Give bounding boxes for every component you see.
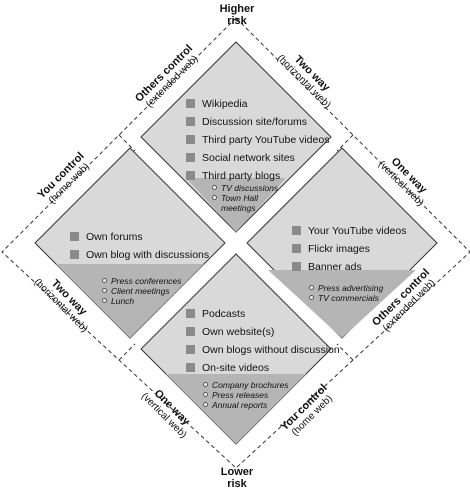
square-bullet-icon — [186, 117, 195, 126]
list-item: Press advertising — [309, 283, 383, 293]
square-bullet-icon — [186, 327, 195, 336]
quadrant-bottom-offline — [166, 374, 306, 444]
list-item: Own website(s) — [186, 325, 340, 343]
list-item: Your YouTube videos — [292, 224, 406, 242]
quadrant-top-offline — [186, 178, 286, 232]
list-item: On-site videos — [186, 361, 340, 379]
circle-bullet-icon — [203, 382, 208, 387]
square-bullet-icon — [292, 244, 301, 253]
quadrant-right-offline — [268, 270, 416, 338]
divider-top-right — [336, 134, 354, 152]
list-item: Third party blogs — [186, 169, 329, 187]
circle-bullet-icon — [203, 392, 208, 397]
outer-diamond — [1, 17, 470, 469]
list-item: Lunch — [102, 296, 181, 306]
list-item: Client meetings — [102, 286, 181, 296]
divider-bottom-right — [336, 343, 354, 361]
list-item: Third party YouTube videos — [186, 133, 329, 151]
circle-bullet-icon — [212, 195, 217, 200]
square-bullet-icon — [70, 250, 79, 259]
right-online-list: Your YouTube videos Flickr images Banner… — [292, 224, 406, 278]
circle-bullet-icon — [212, 185, 217, 190]
circle-bullet-icon — [102, 298, 107, 303]
left-online-list: Own forums Own blog with discussions — [70, 230, 209, 266]
lower-risk-label: Lower risk — [212, 466, 262, 490]
item-label: Third party blogs — [202, 170, 281, 182]
item-label: meetings — [221, 203, 256, 213]
square-bullet-icon — [186, 171, 195, 180]
list-item: Flickr images — [292, 242, 406, 260]
item-label: Flickr images — [308, 243, 370, 255]
item-label: Podcasts — [202, 308, 246, 320]
item-label: TV commercials — [318, 293, 379, 303]
square-bullet-icon — [186, 345, 195, 354]
circle-bullet-icon — [309, 285, 314, 290]
circle-bullet-icon — [102, 288, 107, 293]
list-item: Press conferences — [102, 276, 181, 286]
item-label: On-site videos — [202, 362, 270, 374]
list-item: Annual reports — [203, 400, 289, 410]
list-item: Own blogs without discussion — [186, 343, 340, 361]
left-offline-list: Press conferences Client meetings Lunch — [102, 276, 181, 306]
higher-risk-line2: risk — [227, 15, 247, 27]
bottom-online-list: Podcasts Own website(s) Own blogs withou… — [186, 307, 340, 379]
square-bullet-icon — [292, 262, 301, 271]
item-label: Press advertising — [318, 283, 384, 293]
item-label: Lunch — [111, 296, 135, 306]
circle-bullet-icon — [102, 278, 107, 283]
square-bullet-icon — [186, 363, 195, 372]
quadrant-left-offline — [56, 264, 204, 338]
square-bullet-icon — [186, 309, 195, 318]
item-label: Own blogs without discussion — [202, 344, 340, 356]
item-label: Annual reports — [212, 400, 268, 410]
square-bullet-icon — [70, 232, 79, 241]
item-label: Press releases — [212, 390, 269, 400]
list-item: Wikipedia — [186, 97, 329, 115]
lower-risk-line1: Lower — [220, 466, 254, 478]
list-item: Social network sites — [186, 151, 329, 169]
item-label: Press conferences — [111, 276, 182, 286]
top-online-list: Wikipedia Discussion site/forums Third p… — [186, 97, 329, 187]
item-label: Banner ads — [308, 261, 362, 273]
divider-bottom-left — [118, 343, 136, 361]
item-label: Discussion site/forums — [202, 116, 308, 128]
square-bullet-icon — [186, 153, 195, 162]
item-label: Third party YouTube videos — [202, 134, 330, 146]
circle-bullet-icon — [203, 402, 208, 407]
right-offline-list: Press advertising TV commercials — [309, 283, 383, 303]
item-label: Social network sites — [202, 152, 295, 164]
item-label: Own website(s) — [202, 326, 275, 338]
divider-top-left — [118, 134, 136, 152]
square-bullet-icon — [292, 226, 301, 235]
list-item: Podcasts — [186, 307, 340, 325]
list-item: Press releases — [203, 390, 289, 400]
item-label: Client meetings — [111, 286, 170, 296]
item-label: Company brochures — [212, 380, 289, 390]
item-label: TV discussions — [221, 183, 279, 193]
bottom-offline-list: Company brochures Press releases Annual … — [203, 380, 289, 410]
list-item: Company brochures — [203, 380, 289, 390]
item-label: Wikipedia — [202, 98, 248, 110]
lower-risk-line2: risk — [227, 478, 247, 490]
item-label: Your YouTube videos — [308, 225, 407, 237]
list-item: Own blog with discussions — [70, 248, 209, 266]
list-item: meetings — [212, 203, 278, 213]
item-label: Town Hall — [221, 193, 259, 203]
list-item: TV commercials — [309, 293, 383, 303]
square-bullet-icon — [186, 99, 195, 108]
list-item: Own forums — [70, 230, 209, 248]
higher-risk-line1: Higher — [219, 3, 255, 15]
higher-risk-label: Higher risk — [212, 3, 262, 27]
top-offline-list: TV discussions Town Hall meetings — [212, 183, 278, 213]
item-label: Own forums — [86, 231, 143, 243]
square-bullet-icon — [186, 135, 195, 144]
list-item: Town Hall — [212, 193, 278, 203]
circle-bullet-icon — [309, 295, 314, 300]
item-label: Own blog with discussions — [86, 249, 210, 261]
list-item: Banner ads — [292, 260, 406, 278]
list-item: TV discussions — [212, 183, 278, 193]
list-item: Discussion site/forums — [186, 115, 329, 133]
